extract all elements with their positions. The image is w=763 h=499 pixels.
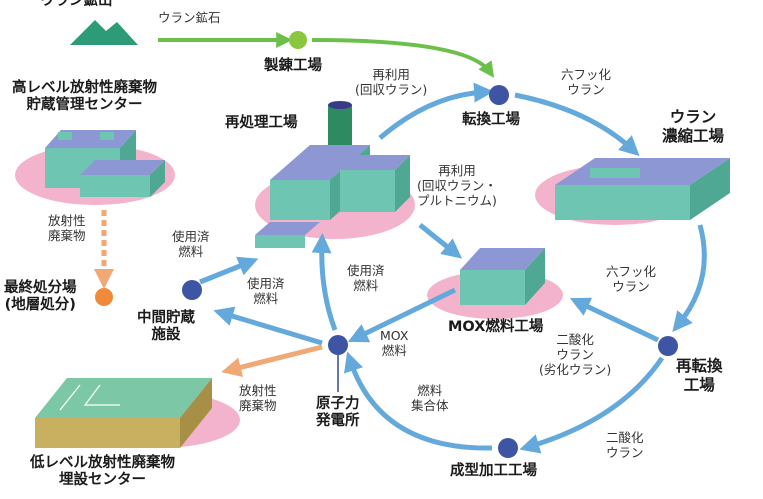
enrichment-to-reconversion-arrow <box>672 224 707 332</box>
uo2-label: 二酸化 ウラン <box>606 430 644 460</box>
reconversion-node <box>658 336 678 356</box>
recycle-uranium-plutonium-label: 再利用 (回収ウラン・ プルトニウム) <box>417 163 497 208</box>
radioactive-waste-label-2: 放射性 廃棄物 <box>239 383 277 413</box>
uranium-mine-label: ウラン鉱山 <box>40 0 113 9</box>
power-plant-to-llw-arrow <box>221 344 323 378</box>
uf6-label-2: 六フッ化 ウラン <box>606 264 657 294</box>
recycle-recovered-uranium-label: 再利用 (回収ウラン) <box>355 67 428 97</box>
fuel-assembly-label: 燃料 集合体 <box>411 383 449 413</box>
refinery-to-conversion-arrow <box>311 38 495 78</box>
conversion-to-enrichment-arrow <box>514 92 640 157</box>
enrichment-plant-building-icon <box>555 158 730 220</box>
mox-plant-building-icon <box>460 248 545 305</box>
mox-to-power-plant-arrow <box>347 287 457 343</box>
interim-storage-to-reprocessing-arrow <box>199 256 259 285</box>
mox-fuel-label: MOX 燃料 <box>380 328 409 358</box>
uranium-ore-label: ウラン鉱石 <box>158 10 221 25</box>
power-plant-to-interim-storage-arrow <box>213 306 323 346</box>
radioactive-waste-label-1: 放射性 廃棄物 <box>48 213 86 243</box>
enrichment-label: ウラン 濃縮工場 <box>662 108 725 145</box>
reconversion-to-mox-arrow <box>569 297 660 343</box>
uo2-depleted-label: 二酸化 ウラン (劣化ウラン) <box>539 332 612 377</box>
refinery-node <box>289 31 307 49</box>
fabrication-node <box>498 438 518 458</box>
spent-fuel-label-2: 使用済 燃料 <box>247 276 285 306</box>
fabrication-label: 成型加工工場 <box>450 463 537 479</box>
interim-storage-label: 中間貯蔵 施設 <box>137 310 195 344</box>
refinery-label: 製錬工場 <box>264 58 322 74</box>
reprocessing-plant-building-icon <box>255 101 410 248</box>
hlw-center-label: 高レベル放射性廃棄物 貯蔵管理センター <box>12 80 157 114</box>
uf6-label-1: 六フッ化 ウラン <box>561 67 612 97</box>
spent-fuel-label-1: 使用済 燃料 <box>347 263 385 293</box>
final-disposal-node <box>95 288 113 306</box>
reconversion-to-fabrication-arrow <box>519 356 665 454</box>
power-plant-to-reprocessing-arrow <box>311 233 338 331</box>
mox-plant-label: MOX燃料工場 <box>448 319 544 335</box>
final-disposal-label: 最終処分場 (地層処分) <box>4 280 77 314</box>
hlw-center-building-icon <box>45 130 165 197</box>
conversion-node <box>489 85 509 105</box>
reprocessing-to-mox-arrow <box>418 223 463 259</box>
spent-fuel-label-3: 使用済 燃料 <box>172 229 210 259</box>
uranium-mine-icon <box>70 20 138 45</box>
llw-center-label: 低レベル放射性廃棄物 埋設センター <box>30 455 175 489</box>
conversion-label: 転換工場 <box>462 112 520 128</box>
power-plant-label: 原子力 発電所 <box>316 396 360 430</box>
fabrication-to-power-plant-arrow <box>343 351 493 451</box>
power-plant-node <box>328 335 348 355</box>
reprocessing-to-conversion-arrow <box>378 82 494 140</box>
reprocessing-label: 再処理工場 <box>225 115 298 131</box>
reconversion-label: 再転換 工場 <box>676 357 723 394</box>
llw-center-ground-block-icon <box>35 378 212 448</box>
interim-storage-node <box>182 280 202 300</box>
